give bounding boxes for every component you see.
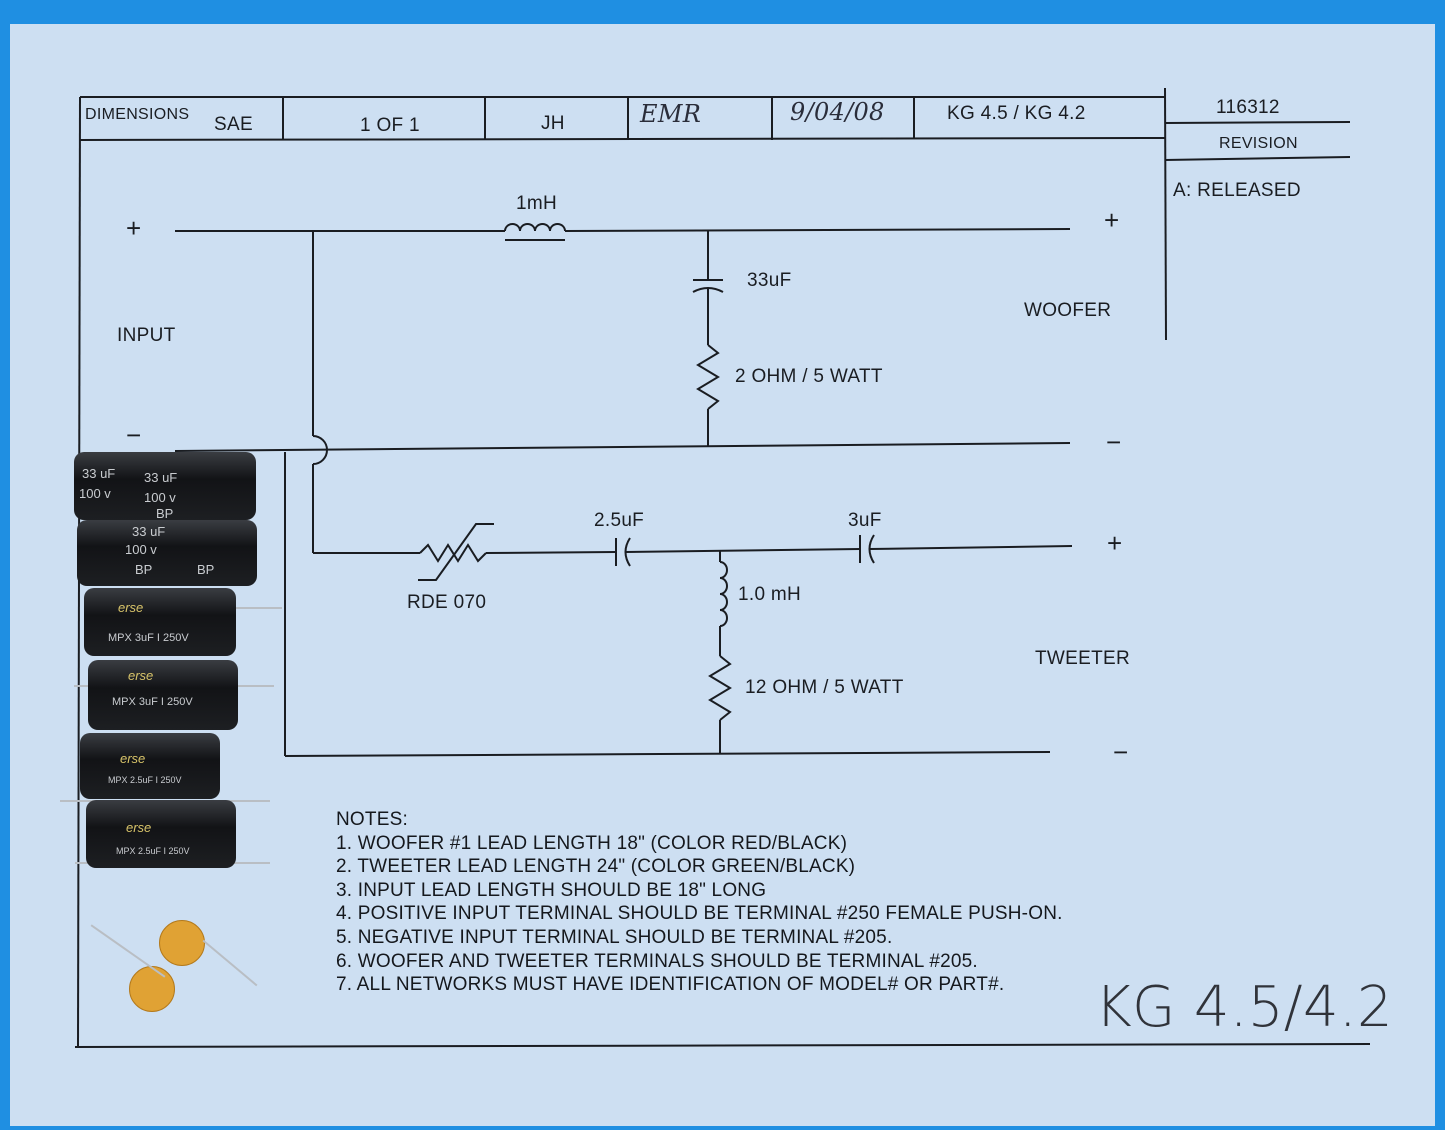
- dimensions-label: DIMENSIONS: [85, 106, 190, 123]
- thermistor-rde070: [419, 543, 487, 563]
- input-plus: +: [126, 213, 142, 243]
- cap-2-5uf-label: 2.5uF: [594, 510, 645, 531]
- resistor-12ohm-label: 12 OHM / 5 WATT: [745, 677, 904, 698]
- notes-heading: NOTES:: [336, 809, 408, 830]
- note-item: 5. NEGATIVE INPUT TERMINAL SHOULD BE TER…: [336, 926, 893, 948]
- woofer-plus: +: [1104, 205, 1120, 235]
- cap-33uf-label: 33uF: [747, 270, 792, 291]
- part-number: 116312: [1216, 97, 1280, 118]
- electrolytic-capacitor-33uf: 33 uF 100 v BP BP: [77, 520, 257, 586]
- note-item: 6. WOOFER AND TWEETER TERMINALS SHOULD B…: [336, 950, 978, 972]
- model-number: KG 4.5 / KG 4.2: [947, 103, 1086, 124]
- film-capacitor-2-5uf: erse MPX 2.5uF I 250V: [80, 733, 220, 799]
- resistor-2ohm: [696, 344, 720, 410]
- revision-label: REVISION: [1219, 135, 1298, 152]
- tweeter-circuit: [284, 452, 1073, 757]
- inductor-1-0mh-label: 1.0 mH: [738, 584, 802, 605]
- inductor-1mh-label: 1mH: [516, 193, 558, 214]
- input-label: INPUT: [117, 325, 176, 346]
- handwritten-model-label: KG 4.5/4.2: [1095, 975, 1393, 1040]
- drawn-by: JH: [541, 113, 565, 134]
- notes-section: NOTES: 1. WOOFER #1 LEAD LENGTH 18" (COL…: [336, 808, 1063, 997]
- note-item: 1. WOOFER #1 LEAD LENGTH 18" (COLOR RED/…: [336, 832, 848, 854]
- note-item: 2. TWEETER LEAD LENGTH 24" (COLOR GREEN/…: [336, 856, 856, 878]
- resistor-2ohm-label: 2 OHM / 5 WATT: [735, 366, 883, 387]
- ptc-thermistor-disc: [129, 966, 175, 1012]
- revision-entry: A: RELEASED: [1173, 180, 1301, 201]
- resistor-12ohm: [708, 655, 732, 721]
- film-capacitor-2-5uf: erse MPX 2.5uF I 250V: [86, 800, 236, 868]
- signature: EMR: [640, 100, 702, 128]
- woofer-circuit: [174, 223, 1071, 553]
- tweeter-label: TWEETER: [1035, 648, 1130, 669]
- inductor-1-0mh: [719, 561, 728, 627]
- input-minus: −: [126, 420, 142, 450]
- tweeter-minus: −: [1113, 737, 1129, 767]
- film-capacitor-3uf: erse MPX 3uF I 250V: [88, 660, 238, 730]
- sheet-number: 1 OF 1: [360, 115, 420, 136]
- cap-3uf-label: 3uF: [848, 510, 882, 531]
- thermistor-label: RDE 070: [407, 592, 487, 613]
- woofer-minus: −: [1106, 427, 1122, 457]
- film-capacitor-3uf: erse MPX 3uF I 250V: [84, 588, 236, 656]
- note-item: 3. INPUT LEAD LENGTH SHOULD BE 18" LONG: [336, 879, 767, 901]
- dimensions-value: SAE: [214, 114, 253, 135]
- ptc-thermistor-disc: [159, 920, 205, 966]
- electrolytic-capacitor-33uf: 33 uF 33 uF 100 v 100 v BP: [74, 452, 256, 520]
- inductor-1mh: [504, 223, 566, 232]
- woofer-label: WOOFER: [1024, 300, 1112, 321]
- note-item: 7. ALL NETWORKS MUST HAVE IDENTIFICATION…: [336, 974, 1005, 996]
- date: 9/04/08: [790, 98, 885, 126]
- tweeter-plus: +: [1107, 528, 1123, 558]
- note-item: 4. POSITIVE INPUT TERMINAL SHOULD BE TER…: [336, 903, 1063, 925]
